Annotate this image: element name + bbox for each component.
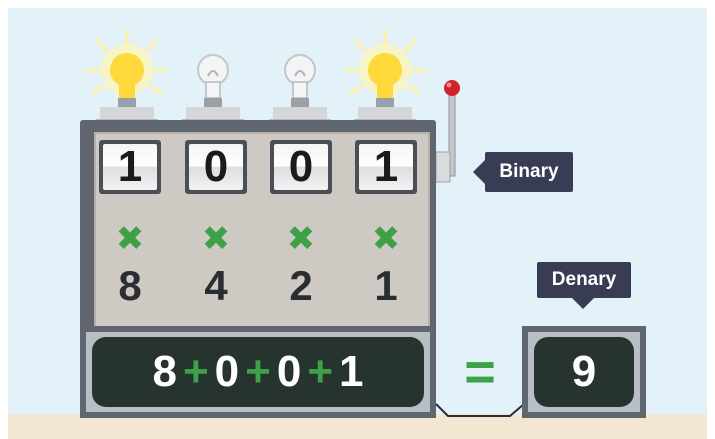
connecting-wire (430, 400, 530, 422)
denary-result: 9 (534, 337, 634, 407)
multiply-icon: ✖ (355, 222, 417, 256)
sum-term: 8 (152, 347, 176, 396)
light-bulb-off-icon (168, 28, 258, 128)
multiply-icon: ✖ (185, 222, 247, 256)
binary-digit-value: 1 (103, 144, 157, 190)
place-value: 1 (355, 262, 417, 310)
place-value: 4 (185, 262, 247, 310)
binary-digit-4: 0 (185, 140, 247, 194)
sum-term: 0 (277, 347, 301, 396)
light-bulb-off-icon (255, 28, 345, 128)
binary-digit-8: 1 (99, 140, 161, 194)
multiply-icon: ✖ (99, 222, 161, 256)
equals-sign: = (455, 340, 505, 404)
place-value: 8 (99, 262, 161, 310)
sum-term: 0 (215, 347, 239, 396)
binary-digit-value: 0 (274, 144, 328, 190)
plus-sign: + (177, 347, 215, 396)
multiply-icon: ✖ (270, 222, 332, 256)
light-bulb-lit-icon (340, 28, 430, 128)
sum-term: 1 (339, 347, 363, 396)
plus-sign: + (239, 347, 277, 396)
place-value: 2 (270, 262, 332, 310)
denary-label: Denary (537, 262, 631, 298)
sum-expression: 8+0+0+1 (92, 337, 424, 407)
binary-digit-2: 0 (270, 140, 332, 194)
binary-label: Binary (485, 152, 573, 192)
binary-digit-value: 1 (359, 144, 413, 190)
lever-icon (430, 76, 470, 186)
light-bulb-lit-icon (82, 28, 172, 128)
plus-sign: + (301, 347, 339, 396)
binary-digit-value: 0 (189, 144, 243, 190)
binary-digit-1: 1 (355, 140, 417, 194)
